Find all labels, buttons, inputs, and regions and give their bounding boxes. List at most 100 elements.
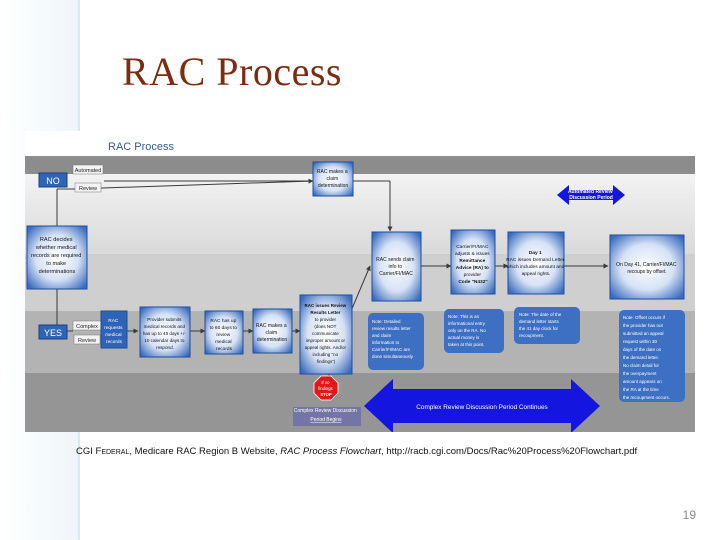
decide-box <box>26 225 88 290</box>
review-results-line: Results Letter <box>310 310 340 315</box>
provider-submits-box <box>139 306 191 358</box>
note-offset-line: the provider has not <box>623 323 664 328</box>
note-informational-box <box>444 309 504 353</box>
demand-line: which includes amount and <box>506 264 564 270</box>
review-results-line: (does NOT <box>314 324 336 329</box>
automated-period-line: Automated Review <box>568 189 613 195</box>
stop-sign <box>313 375 339 401</box>
review-label-bottom: Review <box>78 338 96 344</box>
provider-line: Provider submits <box>147 317 182 322</box>
claim-determination-top <box>312 161 354 197</box>
source-caption: CGI Federal, Medicare RAC Region B Websi… <box>76 446 637 457</box>
caption-prefix: CGI <box>76 446 96 457</box>
note-detailed-text: Note: Detailed review results letter and… <box>372 319 414 359</box>
note-informational-text: Note: This is an informational entry onl… <box>448 314 487 347</box>
note-date-box <box>514 307 580 344</box>
stop-line: findings <box>318 386 332 391</box>
caption-italic: RAC Process Flowchart <box>280 446 382 457</box>
upper-band <box>25 174 695 254</box>
rac-requests-line: records <box>106 339 123 345</box>
review-label-top: Review <box>79 186 97 192</box>
rac-has-days-text: RAC has up to 60 days to review medical … <box>210 318 239 352</box>
rac-requests-box <box>100 310 128 349</box>
note-detailed-line: information to <box>372 340 400 345</box>
provider-submits-text: Provider submits medical records and has… <box>143 317 187 350</box>
claim-bottom-text: RAC makes a claim determination <box>256 323 288 343</box>
note-date-line: the 41 day clock for <box>519 326 559 331</box>
automated-period-arrow <box>557 185 625 205</box>
note-offset-line: the overpayment <box>623 371 657 376</box>
sends-claim-line: Carrier/FI/MAC <box>379 271 413 277</box>
rac-requests-text: RAC requests medical records <box>104 318 124 345</box>
remittance-text: Carrier/FI/MAC adjusts & issues Remittan… <box>455 244 491 285</box>
rac-days-line: RAC has up <box>210 318 236 324</box>
review-results-line: communicate <box>312 331 339 336</box>
demand-line: appeal rights. <box>522 271 551 277</box>
automated-period-line: Discussion Period <box>569 195 613 201</box>
claim-top-line: determination <box>318 183 349 189</box>
provider-line: medical records and <box>144 324 186 329</box>
review-tag-top <box>74 182 102 193</box>
yes-box <box>38 324 68 340</box>
note-offset-line: the RA at the time <box>623 387 659 392</box>
review-results-line: improper amount or <box>306 338 346 343</box>
middle-band <box>25 254 695 311</box>
note-date-line: recoupment. <box>519 333 544 338</box>
remittance-box <box>450 229 496 295</box>
claim-top-line: RAC makes a <box>317 169 348 175</box>
day41-box <box>609 234 685 300</box>
page-number: 19 <box>682 508 696 522</box>
no-box <box>38 172 68 188</box>
sends-claim-box <box>371 231 422 302</box>
claim-determination-bottom <box>252 308 293 354</box>
remittance-line: Carrier/FI/MAC <box>456 244 489 250</box>
note-offset-line: No claim detail for <box>623 363 660 368</box>
review-results-line: to provider <box>315 317 337 322</box>
caption-suffix: , http://racb.cgi.com/Docs/Rac%20Process… <box>381 446 638 457</box>
complex-continues-arrow <box>364 379 600 432</box>
note-date-line: Note: The date of the <box>519 312 562 317</box>
note-detailed-line: and claim <box>372 333 392 338</box>
note-detailed-line: done simultaneously <box>372 354 414 359</box>
notes <box>368 307 685 402</box>
note-date-line: demand letter starts <box>519 319 560 324</box>
remittance-line: Code "N432" <box>458 279 487 285</box>
note-offset-line: amount appears on <box>623 379 662 384</box>
decide-line: whether medical <box>35 245 77 251</box>
no-label: NO <box>46 176 60 186</box>
rac-days-line: review <box>216 332 230 338</box>
decide-line: to make <box>46 261 66 267</box>
note-detailed-line: review results letter <box>372 326 411 331</box>
note-offset-line: Note: Offset occurs if <box>623 315 666 320</box>
demand-letter-box <box>507 231 565 295</box>
rac-requests-line: medical <box>105 332 122 338</box>
complex-label: Complex <box>76 324 98 330</box>
note-info-line: actual money is <box>448 335 480 340</box>
rac-requests-line: RAC <box>108 318 119 324</box>
rac-requests-line: requests <box>104 325 123 331</box>
note-detailed-line: Note: Detailed <box>372 319 401 324</box>
day41-line: recoups by offset. <box>627 269 666 275</box>
note-info-line: taken at this point. <box>448 342 485 347</box>
rac-days-line: to 60 days to <box>210 325 238 331</box>
claim-top-text: RAC makes a claim determination <box>317 169 349 189</box>
provider-line: respond. <box>156 345 174 350</box>
connectors <box>56 178 609 376</box>
claim-bottom-line: claim <box>265 330 277 336</box>
review-results-line: RAC issues Review <box>304 303 346 308</box>
day41-text: On Day 41, Carrier/FI/MAC recoups by off… <box>616 262 678 275</box>
note-info-line: Note: This is an <box>448 314 480 319</box>
automated-label: Automated <box>75 168 102 174</box>
complex-begins-text: Complex Review Discussion Period Begins <box>294 408 358 423</box>
review-results-line: including "no <box>313 352 339 357</box>
review-results-line: appeal rights. And/or <box>305 345 347 350</box>
automated-period-text: Automated Review Discussion Period <box>568 189 614 201</box>
remittance-line: Remittance <box>459 258 485 264</box>
sends-claim-line: RAC sends claim <box>376 257 414 263</box>
remittance-line: Advice (RA) to <box>456 265 489 271</box>
heading-band <box>25 131 695 156</box>
complex-begins-line: Period Begins <box>310 417 342 423</box>
demand-letter-text: Day 1 RAC issues Demand Letter which inc… <box>506 250 565 277</box>
note-offset-line: days of the date on <box>623 347 662 352</box>
note-offset-line: request within 30 <box>623 339 658 344</box>
